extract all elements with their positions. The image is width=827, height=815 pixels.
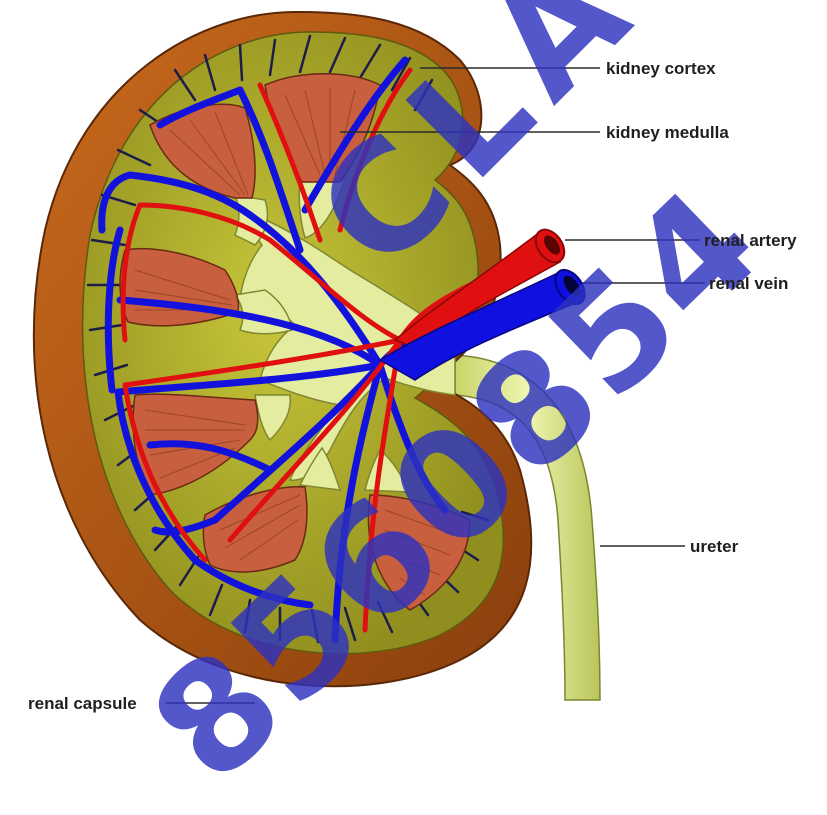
label-renal-capsule: renal capsule [28,695,137,712]
label-renal-artery: renal artery [704,232,797,249]
kidney-cross-section-illustration [0,0,827,713]
kidney-diagram: CLASS 8560854 kidney cortex kidney medul… [0,0,827,713]
label-kidney-cortex: kidney cortex [606,60,716,77]
label-renal-vein: renal vein [709,275,788,292]
label-kidney-medulla: kidney medulla [606,124,729,141]
label-ureter: ureter [690,538,738,555]
